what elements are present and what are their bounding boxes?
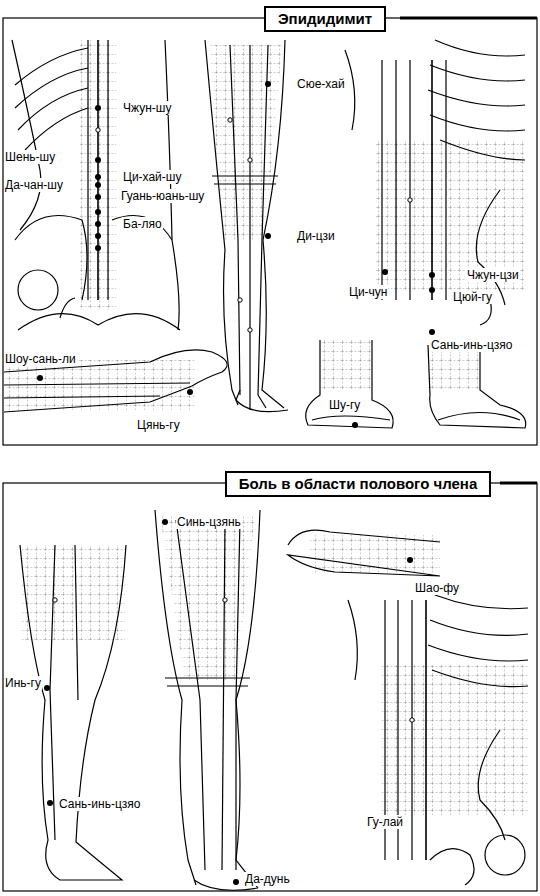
point-label: Ци-чун [348,285,388,299]
point-label: Ци-хай-шу [122,170,182,184]
point-label: Шао-фу [414,581,460,595]
point-label: Сань-инь-цзяо [430,338,513,352]
point-label: Сань-инь-цзяо [58,797,141,811]
title-text: Эпидидимит [278,10,372,27]
point-label: Цюй-гу [452,290,493,304]
point-label: Гу-лай [366,815,404,829]
point-label: Синь-цзянь [176,515,242,529]
title-text: Боль в области полового члена [239,475,478,492]
point-label: Гуань-юань-шу [120,189,205,203]
point-label: Ди-цзи [296,229,336,243]
title-box: Эпидидимит [264,6,386,32]
point-label: Шу-гу [328,398,361,412]
point-label: Шоу-сань-ли [4,352,77,366]
point-label: Ба-ляо [122,217,163,231]
point-label: Чжун-цзи [466,268,520,282]
point-label: Чжун-шу [122,101,172,115]
point-label: Цянь-гу [136,418,181,432]
point-label: Сюе-хай [296,77,346,91]
title-box: Боль в области полового члена [225,471,492,497]
point-label: Да-чан-шу [4,178,64,192]
point-label: Да-дунь [244,872,291,886]
point-label: Шень-шу [4,150,56,164]
point-label: Инь-гу [4,676,42,690]
